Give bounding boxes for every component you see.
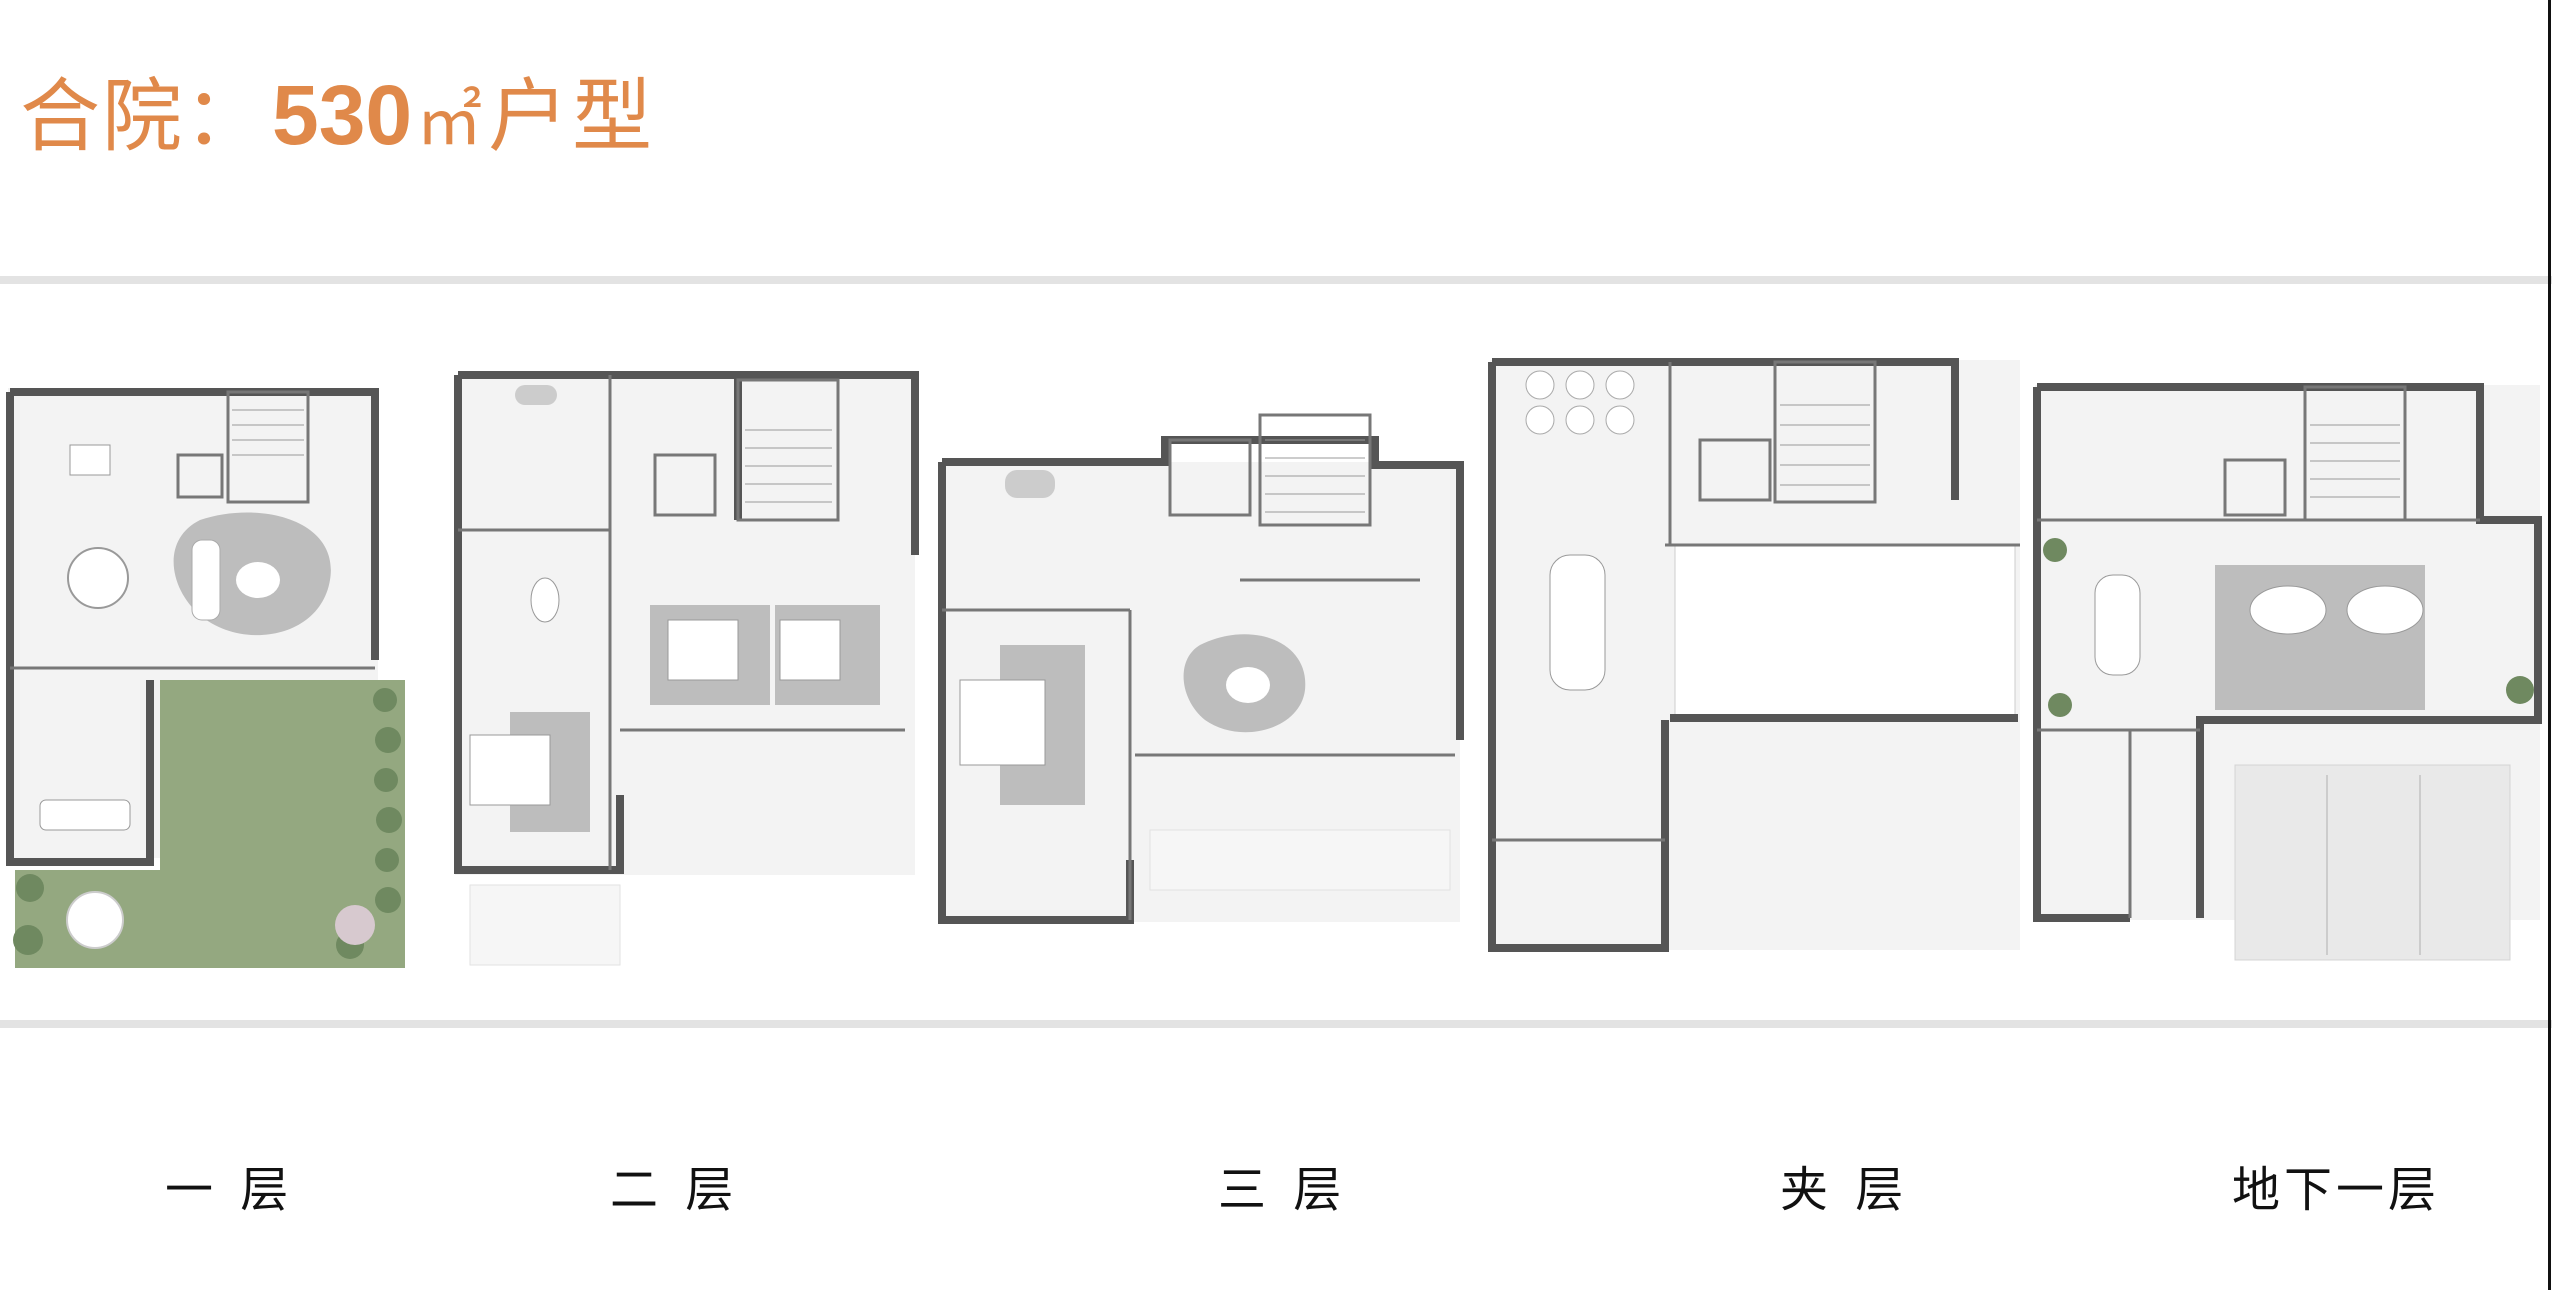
basement-plants	[2043, 538, 2534, 717]
floor-plan-mezzanine	[1488, 358, 2020, 952]
floor-label-basement: 地下一层	[2232, 1162, 2441, 1218]
floor3-bed	[959, 679, 1046, 766]
floor1-inner-walls	[10, 390, 375, 670]
floor-label-1: 一 层	[165, 1162, 295, 1218]
floor1-sofa-small	[39, 799, 131, 831]
bottom-divider	[0, 1020, 2552, 1028]
floor1-flower-tree	[335, 905, 375, 945]
mezz-chairs	[1525, 370, 1635, 435]
floor3-stairs	[1265, 439, 1365, 513]
title-prefix: 合院：	[20, 70, 266, 163]
floor2-bed-master	[469, 734, 551, 806]
floor2-stairs	[745, 429, 832, 503]
floor-label-3: 三 层	[1218, 1162, 1348, 1218]
floor1-stairs	[232, 409, 304, 456]
floor1-sofa	[191, 539, 221, 621]
mezz-stairs	[1780, 404, 1870, 486]
basement-stairs	[2310, 424, 2400, 498]
title-unit: ㎡	[416, 83, 483, 160]
mezz-void	[1674, 544, 2016, 721]
floor-label-mezzanine: 夹 层	[1780, 1162, 1910, 1218]
floor1-shrubs	[13, 688, 402, 959]
basement-table	[2094, 574, 2141, 676]
mezz-walls	[1488, 358, 2018, 952]
floor1-dining-table	[67, 547, 129, 609]
basement-sofa-right	[2346, 585, 2424, 635]
basement-walls	[2033, 383, 2542, 922]
floor2-bed-b	[779, 619, 841, 681]
floor-plan-3	[938, 413, 1464, 924]
right-edge-line	[2548, 0, 2551, 1290]
floor2-bathtub	[515, 385, 557, 405]
basement-sofa-left	[2249, 585, 2327, 635]
floor1-coffee-table	[236, 562, 280, 598]
floor1-desk	[69, 444, 111, 476]
floor-plan-1	[6, 388, 405, 968]
floor2-inner-walls	[458, 375, 905, 870]
mezz-long-table	[1549, 554, 1606, 691]
basement-garage	[2234, 764, 2511, 961]
page-title: 合院： 530 ㎡ 户型	[20, 52, 656, 172]
floor3-inner-walls	[942, 413, 1455, 920]
floor3-bathtub	[1005, 470, 1055, 498]
title-area: 530	[272, 68, 413, 162]
floor2-tub-round	[530, 577, 560, 623]
title-suffix: 户型	[488, 70, 657, 163]
basement-inner-walls	[2037, 385, 2480, 918]
floor-label-2: 二 层	[610, 1162, 740, 1218]
floor-plan-basement	[2033, 383, 2542, 961]
floor3-terrace	[1149, 829, 1451, 891]
floor1-lawn	[15, 680, 405, 968]
floor1-walls	[6, 388, 379, 866]
floor-plan-2	[454, 371, 919, 966]
floor2-bed-a	[667, 619, 739, 681]
floor1-umbrella	[66, 891, 124, 949]
basement-garage-bays	[2326, 775, 2421, 955]
floor3-lounge-table	[1226, 667, 1270, 703]
top-divider	[0, 276, 2552, 284]
floor2-balcony	[469, 884, 621, 966]
mezz-inner-walls	[1492, 360, 2020, 842]
